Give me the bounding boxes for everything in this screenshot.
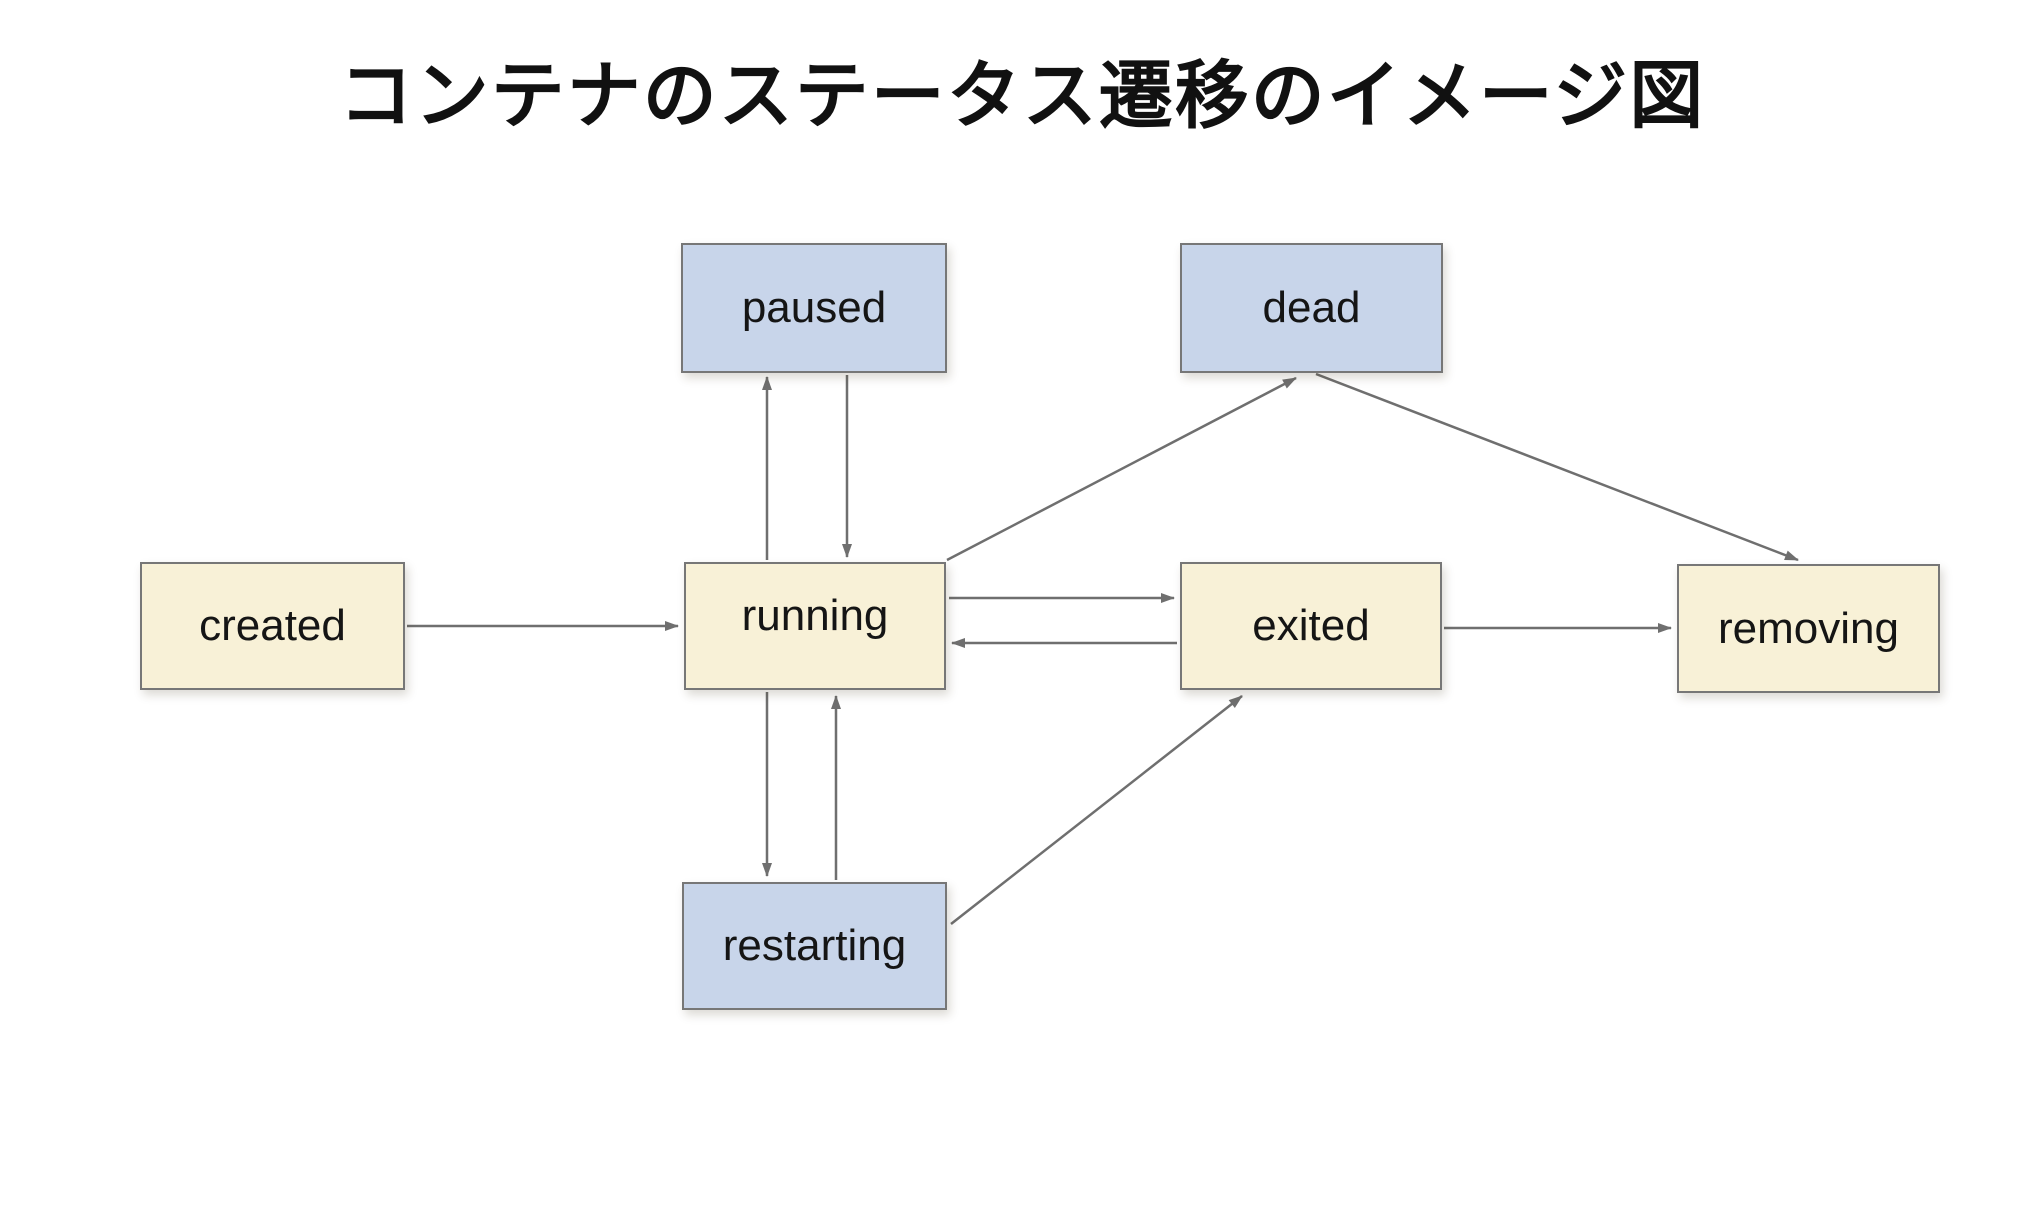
node-label-restarting: restarting — [722, 921, 907, 970]
node-label-exited: exited — [1252, 601, 1370, 650]
node-dead: dead — [1180, 243, 1443, 373]
node-removing: removing — [1677, 564, 1940, 693]
arrow-restarting-to-exited — [950, 695, 1243, 925]
node-exited: exited — [1180, 562, 1442, 690]
node-label-paused: paused — [741, 283, 887, 332]
node-label-running: running — [741, 591, 889, 640]
node-label-created: created — [199, 601, 346, 650]
node-label-dead: dead — [1262, 283, 1361, 332]
node-running: running — [684, 562, 946, 690]
node-restarting: restarting — [682, 882, 947, 1010]
node-created: created — [140, 562, 405, 690]
arrow-dead-to-removing — [1315, 372, 1799, 562]
node-label-removing: removing — [1718, 603, 1899, 653]
node-paused: paused — [681, 243, 947, 373]
arrow-running-to-dead — [946, 376, 1297, 562]
diagram-title: コンテナのステータス遷移のイメージ図 — [338, 54, 1706, 137]
